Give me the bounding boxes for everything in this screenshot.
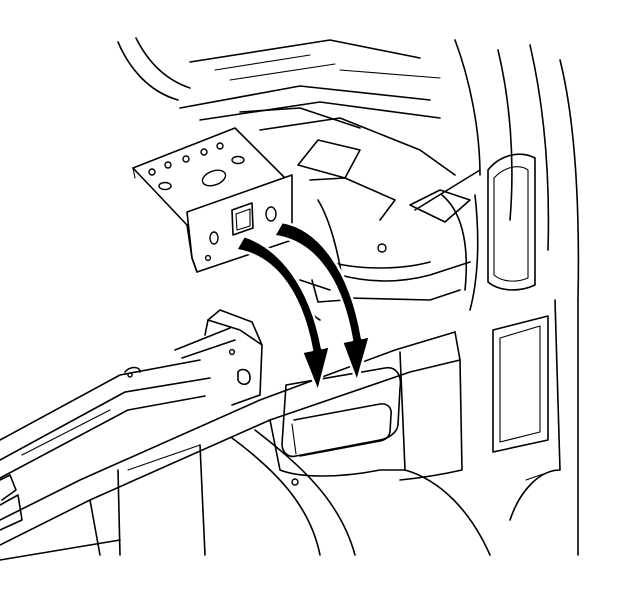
upper-body-structure	[117, 37, 580, 556]
install-arrow-right	[272, 220, 372, 384]
radiator-support-beam	[0, 331, 491, 561]
install-arrow-left	[234, 234, 332, 394]
beam-slot-opening	[281, 366, 402, 458]
cowl-triangle-panel	[297, 139, 481, 253]
left-frame-rail	[0, 309, 263, 531]
